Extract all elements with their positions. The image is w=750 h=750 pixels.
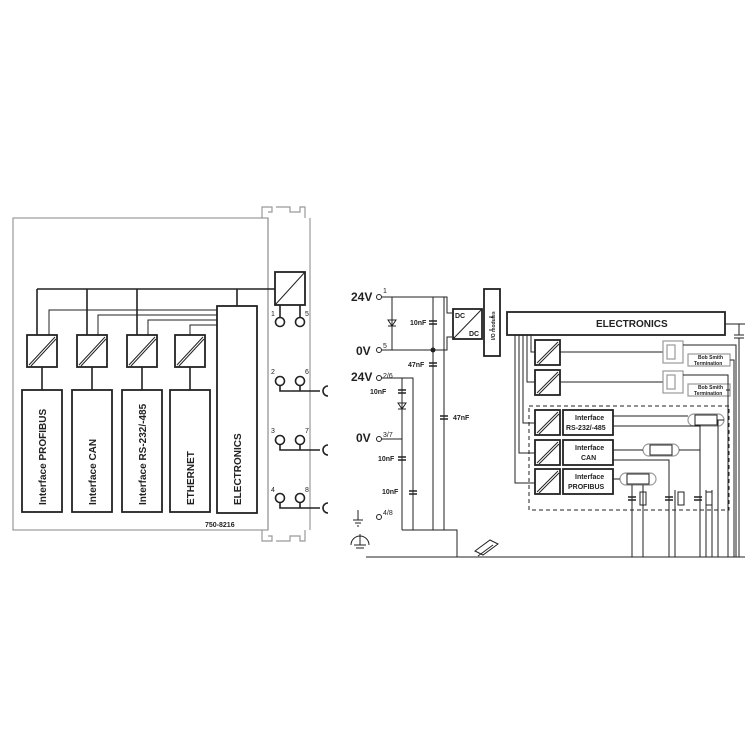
diagram-label: Interface — [575, 445, 604, 452]
diagram-label: DC — [469, 331, 479, 338]
diagram-label: 4/8 — [383, 510, 393, 517]
diagram-label: 1 — [271, 311, 275, 318]
diagram-label: 3 — [271, 428, 275, 435]
diagram-label: 10nF — [382, 489, 399, 496]
diagram-label: 1 — [383, 288, 387, 295]
diagram-label: Termination — [694, 391, 722, 397]
diagram-label: ELECTRONICS — [596, 319, 668, 330]
diagram-label: 6 — [305, 369, 309, 376]
bus-lines — [36, 288, 301, 390]
diagram-label: 10nF — [378, 456, 395, 463]
diagram-label: 2 — [271, 369, 275, 376]
diagram-label: 24V — [351, 290, 372, 304]
electronics-bus: ELECTRONICS — [506, 311, 745, 557]
diagram-label: 5 — [383, 343, 387, 350]
power-supply-circuit: 24V 0V 0V 24V 0V 1 5 2/6 3/7 4/8 10nF 47… — [350, 288, 745, 558]
diagram-label: 24V — [351, 370, 372, 384]
diagram-label: PROFIBUS — [568, 484, 605, 491]
module-housing — [12, 206, 311, 542]
ethernet-ports: Bob Smith Termination Bob Smith Terminat… — [534, 339, 737, 557]
diagram-label: Interface — [575, 474, 604, 481]
diagram-label: Interface — [575, 415, 604, 422]
diagram-label: 7 — [305, 428, 309, 435]
diagram-label: 4 — [271, 487, 275, 494]
diagram-label: 0V — [356, 344, 371, 358]
converters — [26, 334, 206, 368]
interface-blocks: Interface PROFIBUS Interface CAN Interfa… — [21, 305, 258, 529]
diagram-label: RS-232/-485 — [566, 425, 606, 432]
diagram-label: Bob Smith — [698, 355, 723, 361]
diagram-label: 10nF — [370, 389, 387, 396]
diagram-label: 5 — [305, 311, 309, 318]
diagram-label: Bob Smith — [698, 385, 723, 391]
io-modules-box — [483, 288, 501, 357]
block-profibus: Interface PROFIBUS — [38, 409, 49, 505]
diagram-label: 3/7 — [383, 432, 393, 439]
fieldbus-interfaces: Interface RS-232/-485 Interface CAN Inte… — [528, 405, 730, 557]
diagram-label: 47nF — [408, 362, 425, 369]
power-transformer — [274, 271, 306, 306]
diagram-label: 8 — [305, 487, 309, 494]
diagram-label: 10nF — [410, 320, 427, 327]
diagram-label: 47nF — [453, 415, 470, 422]
part-number: 750-8216 — [205, 522, 235, 529]
diagram-label: CAN — [581, 455, 596, 462]
block-ethernet: ETHERNET — [186, 451, 197, 505]
diagram-label: I/O modules — [491, 311, 497, 340]
block-rs232: Interface RS-232/-485 — [138, 403, 149, 505]
diagram-label: DC — [455, 313, 465, 320]
block-can: Interface CAN — [88, 439, 99, 505]
diagram-label: 0V — [356, 431, 371, 445]
diagram-label: Termination — [694, 361, 722, 367]
block-electronics: ELECTRONICS — [233, 433, 244, 505]
terminals: 1 5 2 6 3 7 4 8 — [271, 311, 329, 514]
dc-dc-converter: DC DC I/O modules — [452, 288, 501, 357]
diagram-label: 2/6 — [383, 373, 393, 380]
